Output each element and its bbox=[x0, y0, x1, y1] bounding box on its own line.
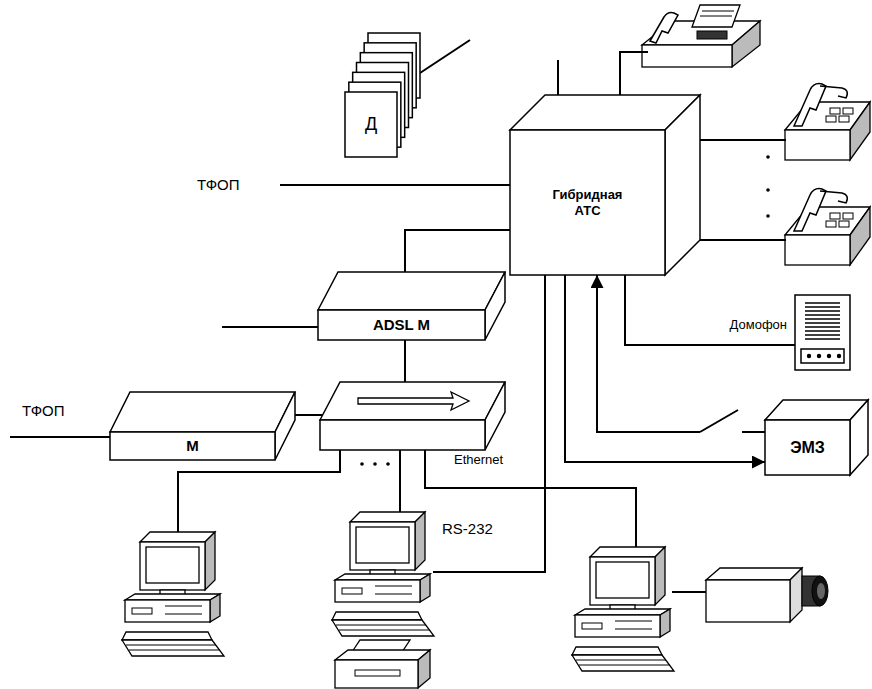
text-holder: ADSL M bbox=[318, 310, 485, 340]
network-label: ТФОП bbox=[20, 402, 67, 419]
telephone bbox=[785, 189, 870, 265]
connector bbox=[295, 414, 323, 416]
document-stack: Д bbox=[345, 33, 420, 157]
connector bbox=[404, 340, 406, 382]
connector bbox=[420, 40, 558, 95]
computer bbox=[122, 532, 224, 656]
node-outline bbox=[320, 382, 505, 450]
node-outline bbox=[795, 295, 850, 370]
connector bbox=[565, 275, 765, 462]
node-label: M bbox=[186, 437, 199, 455]
network-label: ТФОП bbox=[195, 176, 242, 193]
printer bbox=[335, 640, 430, 688]
text-holder: Гибридная АТС bbox=[510, 130, 665, 275]
node-label: Домофон bbox=[728, 317, 789, 333]
connector bbox=[625, 275, 795, 345]
node-label: Ethernet bbox=[452, 452, 505, 468]
modem-box: ADSL M bbox=[318, 272, 505, 340]
intercom-panel: Домофон bbox=[795, 295, 850, 370]
node-outline bbox=[110, 392, 295, 460]
lock-box: ЭМЗ bbox=[765, 400, 868, 475]
text-holder: M bbox=[110, 432, 275, 460]
text-holder: ЭМЗ bbox=[765, 420, 850, 475]
node-outline bbox=[765, 400, 868, 475]
computer bbox=[572, 547, 674, 671]
node-label: Гибридная АТС bbox=[540, 187, 635, 218]
ethernet-switch: Ethernet bbox=[320, 382, 505, 450]
text-holder: Домофон bbox=[728, 317, 789, 333]
node-outline bbox=[345, 33, 420, 157]
text-holder: Ethernet bbox=[452, 452, 505, 468]
interface-label: RS-232 bbox=[440, 520, 495, 537]
telephone bbox=[785, 84, 870, 160]
computer bbox=[332, 512, 434, 636]
wires bbox=[10, 52, 786, 592]
node-outline bbox=[510, 95, 700, 275]
pbx-unit: Гибридная АТС bbox=[510, 95, 700, 275]
video-camera bbox=[706, 568, 828, 622]
fax-machine bbox=[642, 5, 760, 67]
connector bbox=[405, 230, 510, 272]
modem-box: M bbox=[110, 392, 295, 460]
node-label: ЭМЗ bbox=[790, 438, 825, 457]
node-label: Д bbox=[365, 114, 377, 136]
text-holder: Д bbox=[345, 92, 397, 157]
node-label: ADSL M bbox=[373, 316, 430, 334]
connector bbox=[597, 275, 765, 432]
